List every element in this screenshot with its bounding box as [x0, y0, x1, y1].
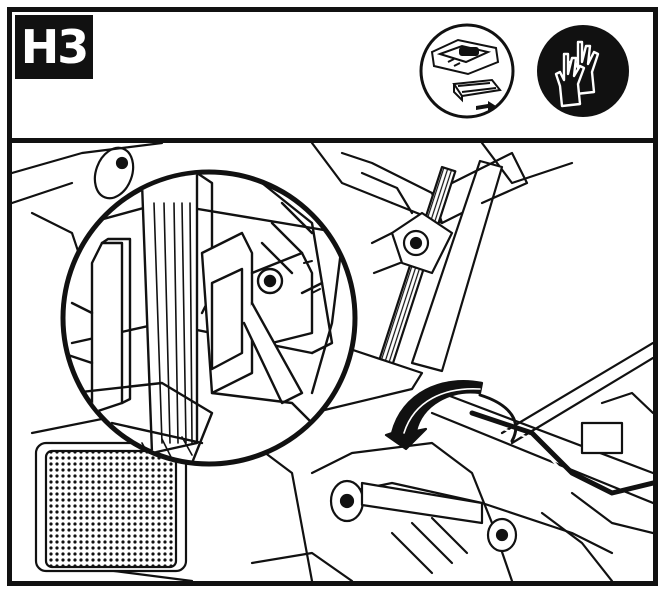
step-label: H3	[20, 20, 90, 74]
assembly-illustration	[12, 143, 653, 581]
gloves-icon	[537, 25, 629, 117]
step-header: H3	[12, 12, 653, 143]
instruction-panel: H3	[7, 7, 658, 586]
part-removal-icon	[419, 23, 515, 119]
step-badge: H3	[15, 15, 93, 79]
